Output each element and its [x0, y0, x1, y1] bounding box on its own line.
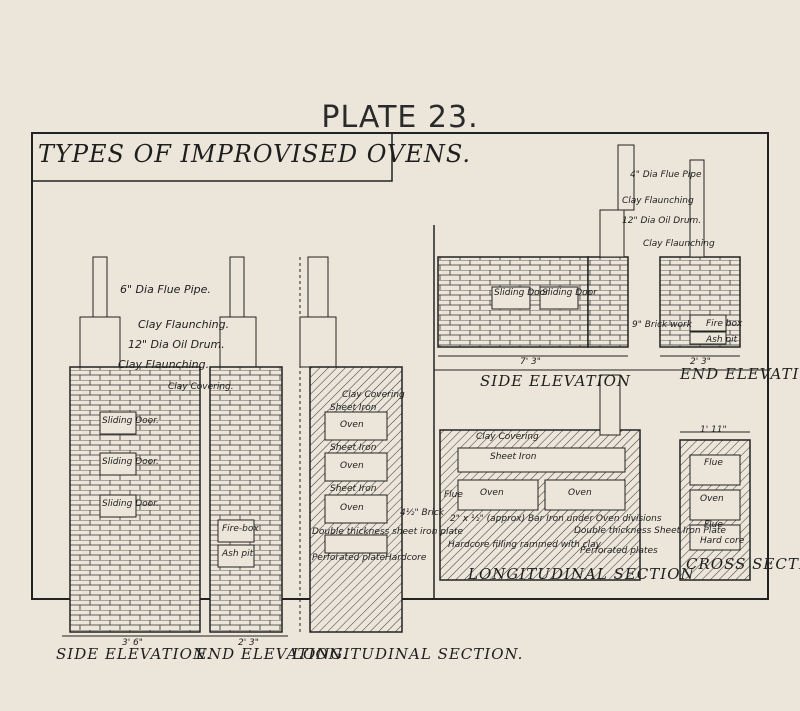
caption-side-elevation-right: SIDE ELEVATION: [480, 372, 631, 390]
label-oven-2: Oven: [340, 461, 364, 471]
label-cross-flue-2: Flue: [704, 520, 723, 530]
label-cross-oven: Oven: [700, 494, 724, 504]
label-sliding-door-2: Sliding Door.: [102, 457, 159, 467]
label-sliding-door-b: Sliding Door: [542, 288, 597, 298]
dimension-side-left: 3' 6": [122, 638, 143, 648]
label-oil-drum-left: 12" Dia Oil Drum.: [128, 338, 225, 351]
main-title: TYPES OF IMPROVISED OVENS.: [38, 140, 472, 168]
label-clay-flaunching-top: Clay Flaunching.: [138, 318, 230, 331]
label-flue-pipe-left: 6" Dia Flue Pipe.: [120, 283, 211, 296]
longitudinal-section-right: [439, 374, 641, 581]
label-brick-work: 9" Brick work: [632, 320, 692, 330]
label-fire-box-right: Fire box: [706, 319, 743, 329]
label-clay-flaunching-left: Clay Flaunching.: [118, 358, 210, 371]
label-flue-pipe-right: 4" Dia Flue Pipe: [630, 170, 702, 180]
caption-longitudinal-section: LONGITUDINAL SECTION.: [292, 645, 524, 663]
cross-section: [679, 431, 751, 581]
label-fire-box-left: Fire-box: [222, 524, 259, 534]
label-ash-pit-left: Ash pit: [222, 549, 254, 559]
dimension-side-right: 7' 3": [520, 357, 541, 367]
plate-title: PLATE 23.: [321, 100, 479, 135]
label-perforated-plate-ls: Perforated plate: [312, 553, 385, 563]
caption-cross-section: CROSS SECTION.: [686, 555, 800, 573]
label-clay-flaunching-right-1: Clay Flaunching: [622, 196, 694, 206]
label-double-thickness-ls: Double thickness sheet iron plate: [312, 527, 464, 537]
label-ash-pit-right: Ash pit: [706, 335, 738, 345]
label-oven-right-rs: Oven: [568, 488, 592, 498]
label-flue-rs: Flue: [444, 490, 463, 500]
label-sheet-iron-1: Sheet Iron: [330, 403, 377, 413]
side-elevation-left: [62, 256, 205, 637]
label-oven-left-rs: Oven: [480, 488, 504, 498]
label-sliding-door-3: Sliding Door.: [102, 499, 159, 509]
caption-end-elevation-right: END ELEVATION: [680, 365, 800, 383]
end-elevation-right: [659, 159, 741, 357]
label-sliding-door-a: Sliding Door: [494, 288, 549, 298]
dimension-cross: 1' 11": [700, 425, 727, 435]
label-bar-iron: 2" x ½" (approx) Bar Iron under Oven div…: [450, 514, 662, 524]
longitudinal-section-left: [299, 256, 403, 633]
label-clay-covering-left: Clay Covering.: [168, 382, 234, 392]
label-hardcore-filling: Hardcore filling rammed with clay: [448, 540, 601, 550]
label-perforated-plates: Perforated plates: [580, 546, 658, 556]
label-double-thickness-rs: Double thickness Sheet Iron Plate: [574, 526, 726, 536]
label-four-half-brick: 4½" Brick: [400, 508, 444, 518]
label-hard-core: Hard core: [700, 536, 745, 546]
dimension-end-left: 2' 3": [238, 638, 259, 648]
label-sliding-door-1: Sliding Door.: [102, 416, 159, 426]
side-elevation-right: [437, 144, 635, 357]
label-oil-drum-right: 12" Dia Oil Drum.: [622, 216, 702, 226]
label-sheet-iron-2: Sheet Iron: [330, 443, 377, 453]
caption-end-elevation: END ELEVATION.: [196, 645, 348, 663]
label-cross-flue: Flue: [704, 458, 723, 468]
label-sheet-iron-rs: Sheet Iron: [490, 452, 537, 462]
label-clay-covering-ls: Clay Covering: [342, 390, 405, 400]
label-clay-flaunching-right-2: Clay Flaunching: [643, 239, 715, 249]
label-clay-covering-rs: Clay Covering: [476, 432, 539, 442]
end-elevation-left: [205, 256, 288, 637]
label-oven-1: Oven: [340, 420, 364, 430]
caption-longitudinal-section-right: LONGITUDINAL SECTION: [468, 565, 695, 583]
dimension-end-right: 2' 3": [690, 357, 711, 367]
title-box: [31, 132, 393, 182]
caption-side-elevation: SIDE ELEVATION.: [56, 645, 212, 663]
label-hardcore-ls: Hardcore: [385, 553, 427, 563]
label-oven-3: Oven: [340, 503, 364, 513]
label-sheet-iron-3: Sheet Iron: [330, 484, 377, 494]
